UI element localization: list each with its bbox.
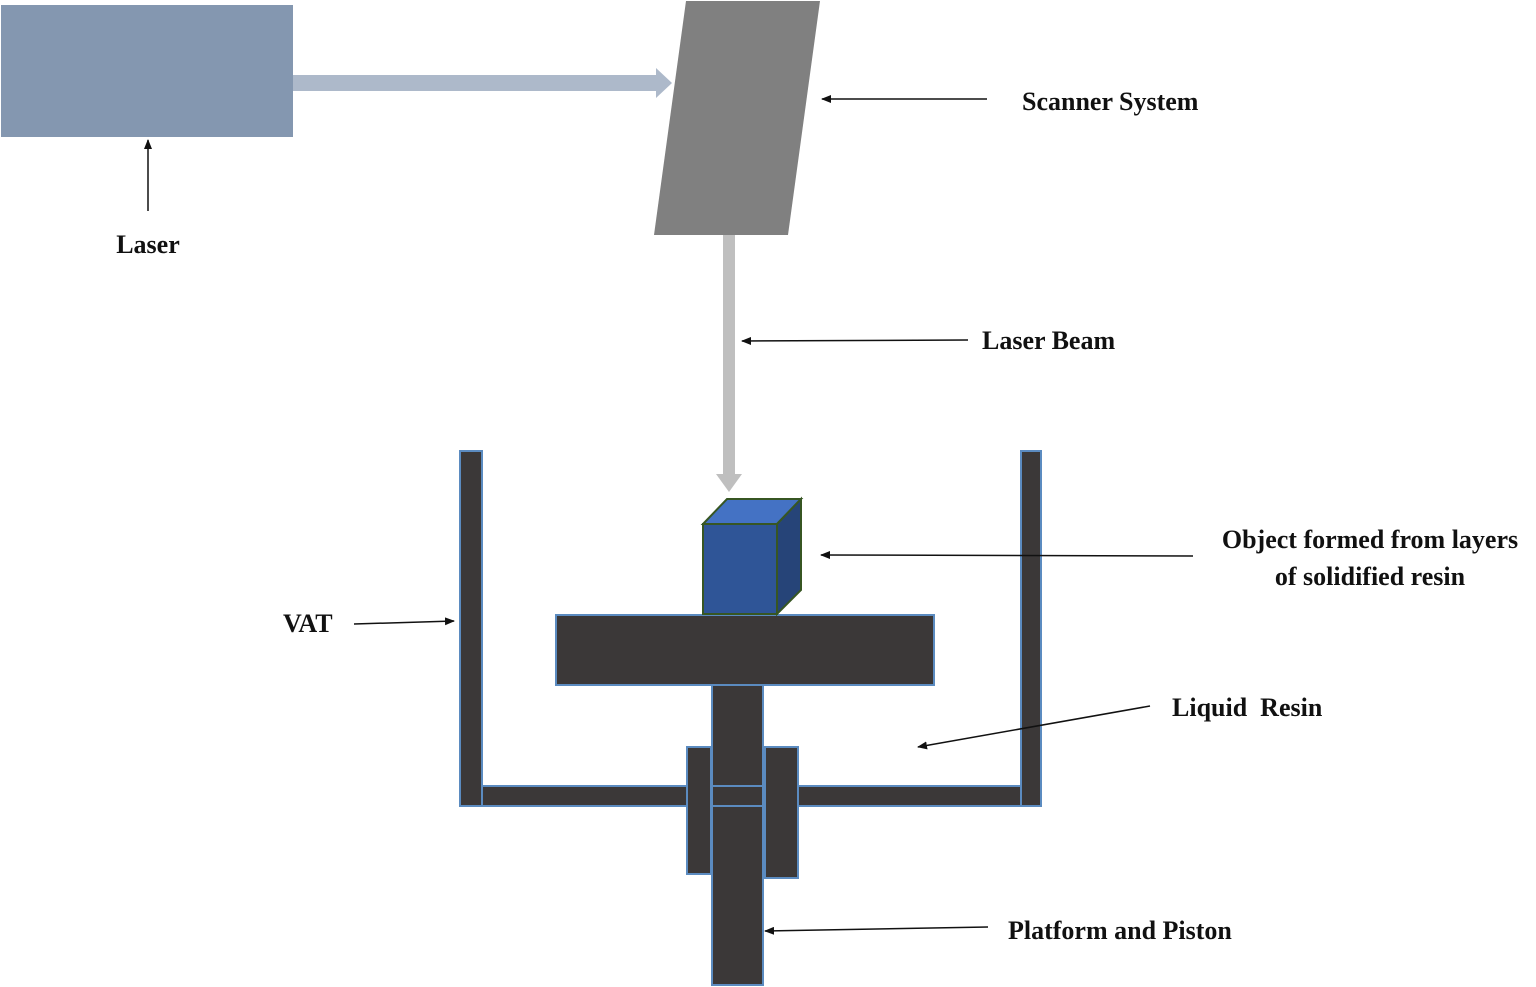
scanner-mirror: [654, 1, 820, 235]
liquid-resin-label: Liquid Resin: [1172, 693, 1323, 722]
laser-beam-arrowhead: [716, 474, 742, 492]
object-label-line2: of solidified resin: [1275, 562, 1466, 591]
platform-pointer-arrow: [764, 926, 989, 935]
resin-pointer-arrow: [917, 705, 1151, 750]
vat-pointer-arrow: [353, 617, 455, 626]
laser-label: Laser: [116, 230, 180, 259]
vat-label: VAT: [283, 609, 333, 638]
scanner-label: Scanner System: [1022, 87, 1199, 116]
object-label-line1: Object formed from layers: [1222, 525, 1518, 554]
object-pointer-arrow: [820, 551, 1194, 560]
platform-piston-label: Platform and Piston: [1008, 916, 1232, 945]
platform-and-piston: [555, 614, 935, 986]
beam-pointer-arrow: [741, 336, 969, 345]
laser-beam: [723, 235, 735, 475]
laser-box: [1, 5, 293, 137]
laser-beam-label: Laser Beam: [982, 326, 1115, 355]
laser-to-scanner-arrow: [293, 68, 672, 98]
solidified-object-cube: [700, 496, 804, 617]
